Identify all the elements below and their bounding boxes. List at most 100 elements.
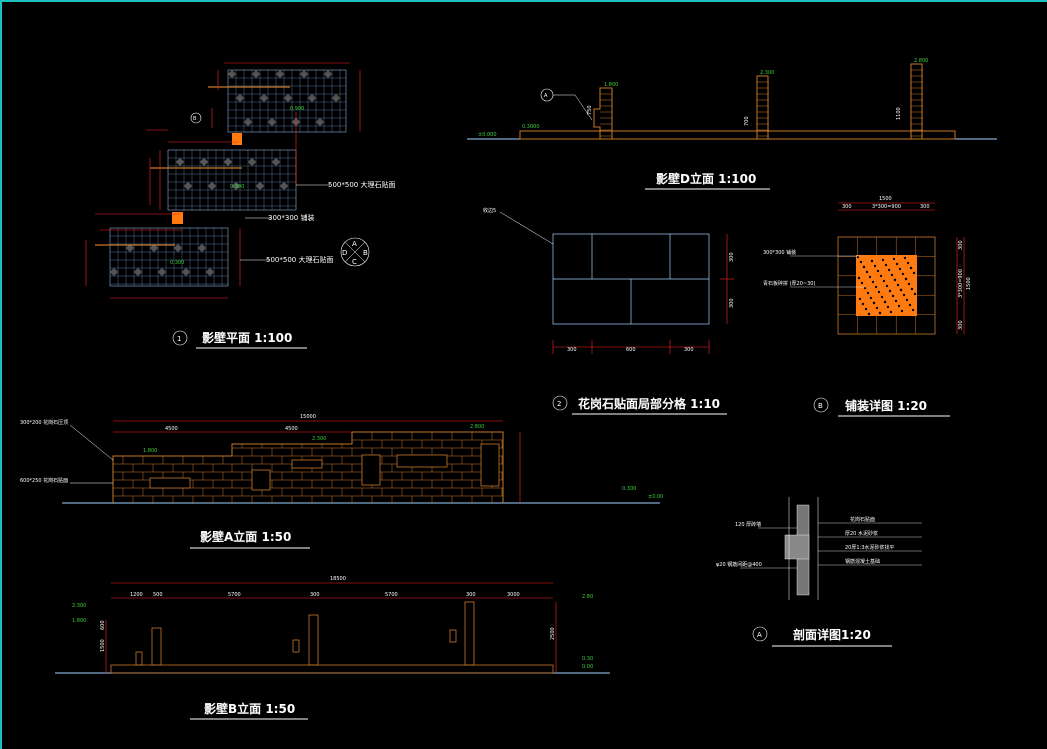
- paving-title-number: B: [818, 402, 823, 410]
- elev-a-total: 15000: [300, 414, 316, 420]
- elev-b-title: 影壁B立面 1:50: [204, 701, 295, 716]
- section-label-2: φ20 钢筋间距@400: [716, 561, 762, 568]
- plan-view: 500*500 大理石贴面 300*300 铺装 500*500 大理石贴面 0…: [85, 62, 395, 349]
- compass-b: B: [363, 249, 368, 257]
- paving-detail: 1500 300 3*300=900 300 300 3*300=900 300…: [763, 196, 972, 417]
- compass-symbol: D A B C: [340, 237, 370, 267]
- granite-title: 花岗石贴面局部分格 1:10: [578, 396, 720, 411]
- elev-a-seg-1: 4500: [165, 426, 178, 432]
- elev-b-dim-3: 5700: [228, 592, 241, 598]
- elev-a-niche-5: [480, 443, 500, 487]
- elev-b-dim-1: 1200: [130, 592, 143, 598]
- elev-b-dim-7: 3000: [507, 592, 520, 598]
- elev-b-dim-5: 5700: [385, 592, 398, 598]
- elev-d-level-4: ±0.000: [478, 132, 497, 138]
- plan-section-marker: [190, 112, 202, 124]
- elev-d-pier-3: [910, 63, 923, 140]
- granite-label: 收边5: [483, 207, 496, 214]
- elev-d-level-3: 2.800: [914, 58, 928, 64]
- elev-a-niche-2: [291, 459, 323, 469]
- section-layer-2: 厚20 水泥砂浆: [845, 530, 878, 537]
- elev-d-level-5: 0.3000: [522, 124, 540, 130]
- elev-b-post-3: [449, 629, 457, 643]
- elev-d-title: 影壁D立面 1:100: [656, 171, 756, 186]
- compass-a: A: [352, 240, 357, 248]
- plan-grid-top: [227, 69, 347, 133]
- plan-grid-bottom: [109, 227, 229, 287]
- section-detail: 花岗石贴面 厚20 水泥砂浆 20厚1:3水泥砂浆找平 钢筋混凝土基础 120 …: [716, 497, 922, 647]
- elevation-b: 18500 1200 500 5700 300 5700 300 3000 2.…: [55, 576, 610, 720]
- elev-b-pier-3: [464, 601, 475, 666]
- elev-b-base: [110, 664, 554, 674]
- elev-a-label-2: 600*250 花岗石贴面: [20, 477, 68, 484]
- paving-dim-top-3: 3*300=900: [872, 204, 901, 210]
- elev-b-side-2: 1500: [100, 639, 106, 652]
- elev-a-level-4: 0.300: [622, 486, 636, 492]
- granite-dim-b1: 300: [567, 347, 577, 353]
- elev-a-leader-1: [69, 424, 114, 461]
- section-title-number: A: [757, 631, 762, 639]
- elev-d-dim-1: 750: [587, 105, 593, 115]
- elevation-a: 15000 4500 4500 300*200 花岗石压顶 600*250 花岗…: [20, 414, 663, 549]
- elev-a-niche-4: [396, 454, 448, 468]
- section-layer-4: 钢筋混凝土基础: [845, 558, 880, 565]
- section-title: 剖面详图1:20: [793, 627, 871, 642]
- elev-d-level-1: 1.800: [604, 82, 618, 88]
- paving-square-2: [172, 212, 183, 224]
- paving-label-2: 青石板碎拼 (厚20~30): [763, 280, 815, 287]
- granite-dim-b3: 300: [684, 347, 694, 353]
- paving-dim-r2: 3*300=900: [958, 269, 964, 298]
- section-title-circle: [752, 626, 768, 642]
- elev-b-post-1: [135, 651, 143, 666]
- granite-title-number: 2: [557, 400, 561, 408]
- elev-b-pier-2: [308, 614, 319, 666]
- elev-a-level-3: 2.800: [470, 424, 484, 430]
- plan-marker-letter: B: [193, 116, 197, 122]
- elev-a-level-1: 1.800: [143, 448, 157, 454]
- paving-dim-top-1: 1500: [879, 196, 892, 202]
- elev-b-post-2: [292, 639, 300, 653]
- elev-b-dim-4: 300: [310, 592, 320, 598]
- plan-leaders: [240, 184, 330, 261]
- paving-label-1: 300*300 铺装: [763, 249, 796, 256]
- granite-dim-r1: 300: [729, 252, 735, 262]
- paving-dim-top-2: 300: [842, 204, 852, 210]
- elev-d-marker-letter: A: [544, 93, 548, 99]
- elev-a-outline: [112, 431, 504, 503]
- elev-b-level-1: 2.300: [72, 603, 86, 609]
- granite-leader: [499, 211, 554, 245]
- granite-layout: 收边5 300 600 300 300 300 2 花岗石贴面局部分格 1:10: [483, 207, 735, 415]
- elevation-d: A 1.800 2.300 2.800 ±0.000 0.3000 750 70…: [467, 58, 997, 190]
- elev-b-dim-6: 300: [466, 592, 476, 598]
- plan-dimensions: [85, 62, 361, 299]
- plan-label-paving: 300*300 铺装: [268, 213, 314, 222]
- elev-a-niche-3: [361, 454, 381, 486]
- elev-a-niche-1: [251, 469, 271, 491]
- elev-d-dim-3: 1100: [896, 107, 902, 120]
- elev-b-level-5: 0.00: [582, 664, 593, 670]
- elev-a-level-5: ±0.00: [648, 494, 663, 500]
- section-layer-1: 花岗石贴面: [850, 516, 875, 523]
- paving-dim-r3: 300: [958, 320, 964, 330]
- plan-level-2: 0.300: [230, 184, 244, 190]
- plan-level-1: 0.900: [290, 106, 304, 112]
- elev-b-pier-1: [151, 627, 162, 666]
- paving-dim-top-4: 300: [920, 204, 930, 210]
- elev-d-pier-2: [756, 75, 769, 140]
- elev-b-side-3: 2500: [550, 627, 556, 640]
- compass-c: C: [352, 258, 357, 266]
- section-label-1: 120 厚砖墙: [735, 521, 761, 528]
- plan-level-3: 0.300: [170, 260, 184, 266]
- paving-dim-r1: 300: [958, 240, 964, 250]
- section-layer-3: 20厚1:3水泥砂浆找平: [845, 544, 894, 551]
- elev-a-niche-6: [149, 477, 191, 489]
- elev-d-leader: [553, 94, 593, 121]
- paving-title: 铺装详图 1:20: [845, 398, 927, 413]
- elev-b-side-1: 600: [100, 620, 106, 630]
- granite-title-circle: [552, 395, 568, 411]
- paving-square-1: [232, 133, 242, 145]
- plan-walls: [95, 86, 290, 246]
- elev-d-pier-1: [593, 87, 613, 140]
- plan-title-number: 1: [177, 335, 181, 343]
- elev-a-level-2: 2.300: [312, 436, 326, 442]
